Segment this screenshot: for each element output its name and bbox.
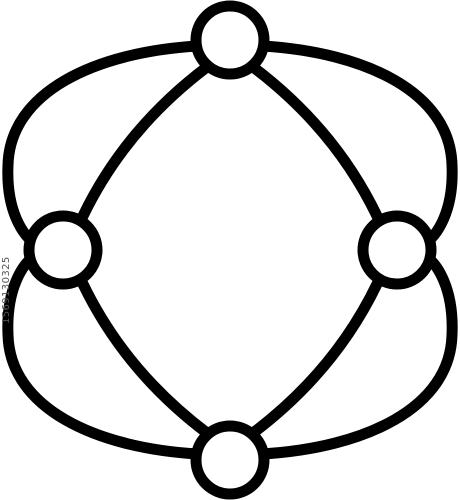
arc-bottom-right-outer	[256, 248, 458, 460]
node-bottom	[190, 420, 270, 500]
arc-top-right-inner	[247, 61, 383, 222]
arc-top-left-inner	[77, 61, 213, 222]
arc-top-left-outer	[2, 40, 204, 252]
node-top	[190, 0, 270, 80]
arc-bottom-left-outer	[2, 248, 204, 460]
globe-lines	[2, 40, 458, 460]
watermark: 1569130325	[0, 0, 14, 500]
watermark-id-text: 1569130325	[1, 256, 12, 324]
arc-bottom-right-inner	[247, 278, 383, 439]
globe-nodes	[23, 0, 437, 500]
arc-bottom-left-inner	[77, 278, 213, 439]
node-right	[357, 210, 437, 290]
node-left	[23, 210, 103, 290]
arc-top-right-outer	[256, 40, 458, 252]
